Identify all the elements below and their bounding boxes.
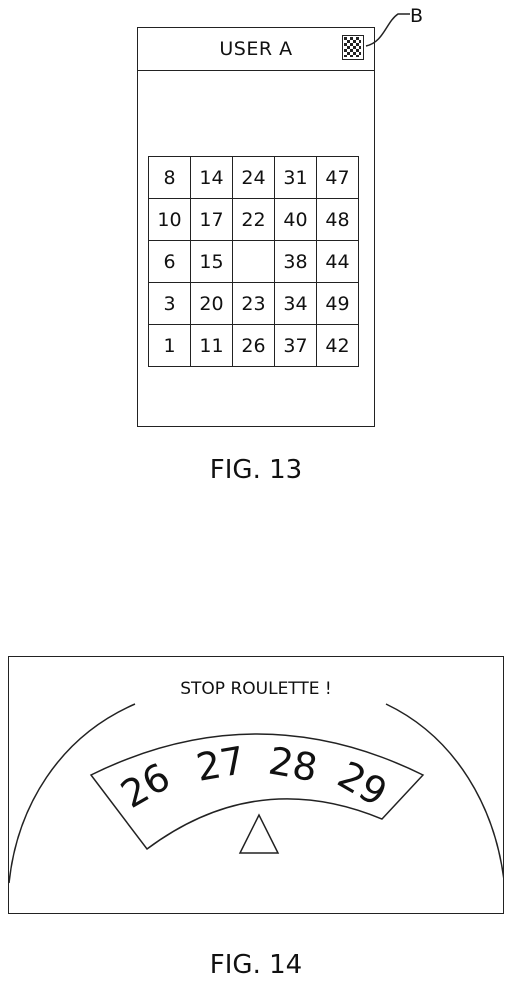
bingo-cell[interactable]: 48	[316, 198, 359, 241]
roulette-screen: 26 27 28 29 STOP ROULETTE !	[8, 656, 504, 914]
qr-code-icon[interactable]	[342, 35, 364, 60]
bingo-cell[interactable]: 22	[232, 198, 275, 241]
bingo-cell[interactable]: 23	[232, 282, 275, 325]
phone-header: USER A	[138, 28, 374, 71]
bingo-cell[interactable]: 24	[232, 156, 275, 199]
bingo-cell[interactable]: 47	[316, 156, 359, 199]
bingo-cell[interactable]: 20	[190, 282, 233, 325]
bingo-cell[interactable]: 3	[148, 282, 191, 325]
outer-arc-right	[385, 703, 503, 879]
triangle-pointer-icon	[238, 813, 280, 854]
figure-13-caption: FIG. 13	[209, 455, 303, 485]
bingo-cell[interactable]: 15	[190, 240, 233, 283]
bingo-row: 3 20 23 34 49	[148, 282, 359, 325]
bingo-cell[interactable]: 1	[148, 324, 191, 367]
bingo-cell[interactable]: 14	[190, 156, 233, 199]
outer-arc-left	[9, 703, 136, 884]
bingo-row: 1 11 26 37 42	[148, 324, 359, 367]
roulette-band	[89, 733, 425, 851]
bingo-cell[interactable]: 6	[148, 240, 191, 283]
bingo-cell[interactable]: 37	[274, 324, 317, 367]
bingo-cell[interactable]: 26	[232, 324, 275, 367]
bingo-cell[interactable]: 34	[274, 282, 317, 325]
bingo-cell[interactable]: 31	[274, 156, 317, 199]
figure-14-caption: FIG. 14	[209, 950, 303, 980]
roulette-number: 28	[265, 739, 320, 791]
user-title: USER A	[219, 38, 293, 60]
bingo-cell[interactable]: 17	[190, 198, 233, 241]
bingo-cell[interactable]: 44	[316, 240, 359, 283]
bingo-cell[interactable]: 38	[274, 240, 317, 283]
bingo-row: 6 15 38 44	[148, 240, 359, 283]
roulette-wheel: 26 27 28 29	[9, 703, 503, 884]
bingo-cell[interactable]: 10	[148, 198, 191, 241]
bingo-row: 10 17 22 40 48	[148, 198, 359, 241]
bingo-free-cell[interactable]	[232, 240, 275, 283]
bingo-cell[interactable]: 8	[148, 156, 191, 199]
bingo-card: 8 14 24 31 47 10 17 22 40 48 6 15 38 44 …	[148, 156, 359, 367]
bingo-cell[interactable]: 11	[190, 324, 233, 367]
roulette-number: 27	[193, 738, 248, 790]
bingo-row: 8 14 24 31 47	[148, 156, 359, 199]
bingo-cell[interactable]: 42	[316, 324, 359, 367]
callout-label-b: B	[410, 5, 424, 27]
bingo-cell[interactable]: 40	[274, 198, 317, 241]
stop-roulette-title[interactable]: STOP ROULETTE !	[180, 679, 332, 699]
bingo-cell[interactable]: 49	[316, 282, 359, 325]
